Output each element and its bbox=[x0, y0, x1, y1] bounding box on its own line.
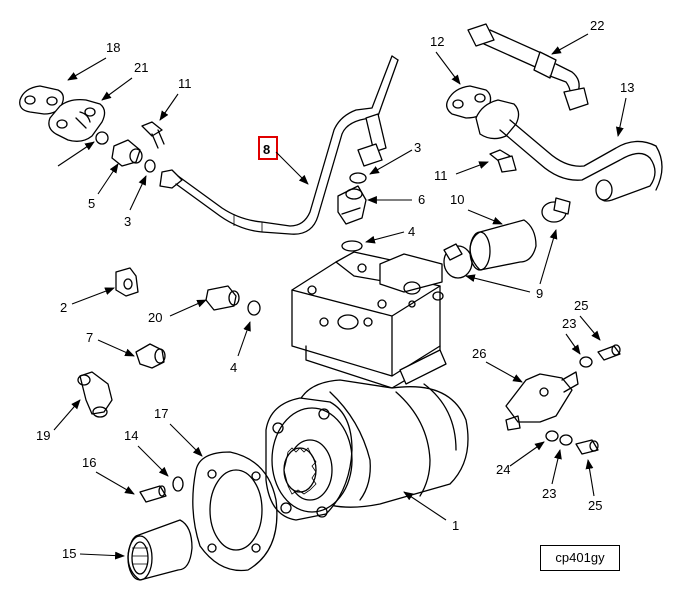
part-13-pipe bbox=[475, 99, 663, 202]
callout-label: 2 bbox=[60, 300, 67, 315]
callout-label: 23 bbox=[562, 316, 576, 331]
part-21-flange bbox=[48, 98, 106, 142]
callout-label: 9 bbox=[536, 286, 543, 301]
part-3-oring bbox=[349, 172, 367, 184]
part-10-hose bbox=[469, 219, 537, 271]
callout-label: 5 bbox=[88, 196, 95, 211]
part-17-gasket bbox=[192, 451, 278, 572]
callout-label: 19 bbox=[36, 428, 50, 443]
part-6-elbow bbox=[337, 185, 367, 225]
callout-label: 25 bbox=[588, 498, 602, 513]
callout-label: 13 bbox=[620, 80, 634, 95]
callout-label: 3 bbox=[124, 214, 131, 229]
callout-label: 4 bbox=[230, 360, 237, 375]
callout-label: 10 bbox=[450, 192, 464, 207]
part-4-oring bbox=[341, 240, 363, 252]
part-23-washer bbox=[559, 434, 573, 446]
part-11-screw bbox=[141, 121, 165, 149]
part-23-washer bbox=[579, 356, 593, 368]
part-9-clamp bbox=[443, 243, 473, 279]
part-20-fitting bbox=[205, 285, 240, 311]
part-7-plug bbox=[135, 343, 166, 369]
callout-label: 23 bbox=[542, 486, 556, 501]
part-8-tube bbox=[159, 55, 399, 235]
callout-label: 15 bbox=[62, 546, 76, 561]
part-9-clamp bbox=[541, 197, 571, 223]
callout-label: 24 bbox=[496, 462, 510, 477]
part-24-washer bbox=[545, 430, 559, 442]
part-11-screw bbox=[489, 149, 517, 173]
callout-label: 20 bbox=[148, 310, 162, 325]
callout-label: 16 bbox=[82, 455, 96, 470]
highlight-box bbox=[258, 136, 278, 160]
callout-label: 6 bbox=[418, 192, 425, 207]
part-25-screw bbox=[575, 439, 599, 455]
callout-label: 26 bbox=[472, 346, 486, 361]
callout-label: 11 bbox=[178, 76, 192, 91]
callout-label: 4 bbox=[408, 224, 415, 239]
callout-label: 25 bbox=[574, 298, 588, 313]
part-25-screw bbox=[597, 344, 621, 361]
part-16-pin bbox=[139, 485, 167, 503]
part-2-bracket bbox=[115, 267, 139, 297]
part-5-connector bbox=[111, 139, 143, 167]
callout-label: 11 bbox=[434, 168, 448, 183]
callout-label: 12 bbox=[430, 34, 444, 49]
part-15-bearing bbox=[127, 519, 193, 581]
leader-arrows bbox=[53, 33, 627, 560]
part-14-oring bbox=[172, 476, 184, 492]
callout-label: 22 bbox=[590, 18, 604, 33]
callout-label: 18 bbox=[106, 40, 120, 55]
callout-label: 1 bbox=[452, 518, 459, 533]
callout-labels: 18 21 11 12 22 13 8 3 6 4 5 3 11 10 9 2 … bbox=[36, 18, 634, 561]
callout-label: 3 bbox=[414, 140, 421, 155]
callout-label: 17 bbox=[154, 406, 168, 421]
callout-label: 7 bbox=[86, 330, 93, 345]
part-3-oring bbox=[144, 159, 156, 173]
part-4-oring bbox=[95, 131, 109, 145]
part-26-bracket bbox=[505, 371, 579, 431]
callout-label: 21 bbox=[134, 60, 148, 75]
part-19-elbow bbox=[77, 371, 113, 418]
callout-label: 8 bbox=[263, 142, 270, 157]
part-22-hose bbox=[467, 23, 589, 111]
part-1-compressor bbox=[265, 251, 469, 521]
part-4-oring bbox=[247, 300, 261, 316]
reference-code-box: cp401gy bbox=[540, 545, 620, 571]
callout-label: 14 bbox=[124, 428, 138, 443]
